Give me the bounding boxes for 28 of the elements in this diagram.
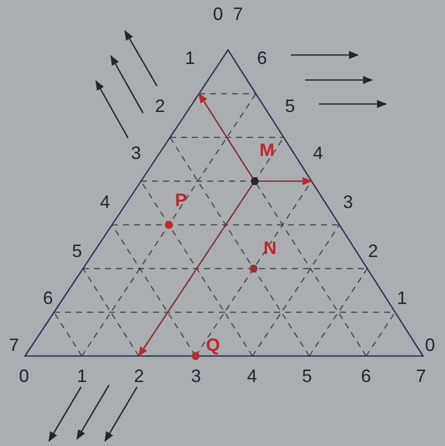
scale-number: 7 (9, 336, 19, 354)
scale-number: 0 (213, 5, 223, 23)
point-label: N (264, 239, 276, 257)
scale-number: 2 (368, 242, 378, 260)
scale-number: 6 (361, 367, 371, 385)
point-label: Q (206, 336, 220, 354)
point-label: P (175, 191, 187, 209)
scale-number: 4 (247, 367, 257, 385)
scale-number: 3 (131, 144, 141, 162)
scale-number: 5 (285, 97, 295, 115)
scale-number: 6 (257, 49, 267, 67)
scale-number: 2 (134, 367, 144, 385)
scale-number: 1 (77, 367, 87, 385)
scale-number: 4 (313, 144, 323, 162)
scale-number: 4 (100, 193, 110, 211)
point-label: M (260, 141, 274, 159)
scale-number: 5 (302, 367, 312, 385)
scale-number: 0 (19, 367, 29, 385)
scale-number: 3 (191, 367, 201, 385)
scale-number: 7 (416, 367, 426, 385)
scale-number: 1 (397, 289, 407, 307)
scale-number: 5 (72, 242, 82, 260)
scale-number: 0 (425, 336, 435, 354)
scale-number: 2 (155, 97, 165, 115)
scale-number: 6 (43, 289, 53, 307)
scale-number: 1 (185, 49, 195, 67)
scale-number: 7 (233, 5, 243, 23)
scale-number: 3 (343, 193, 353, 211)
